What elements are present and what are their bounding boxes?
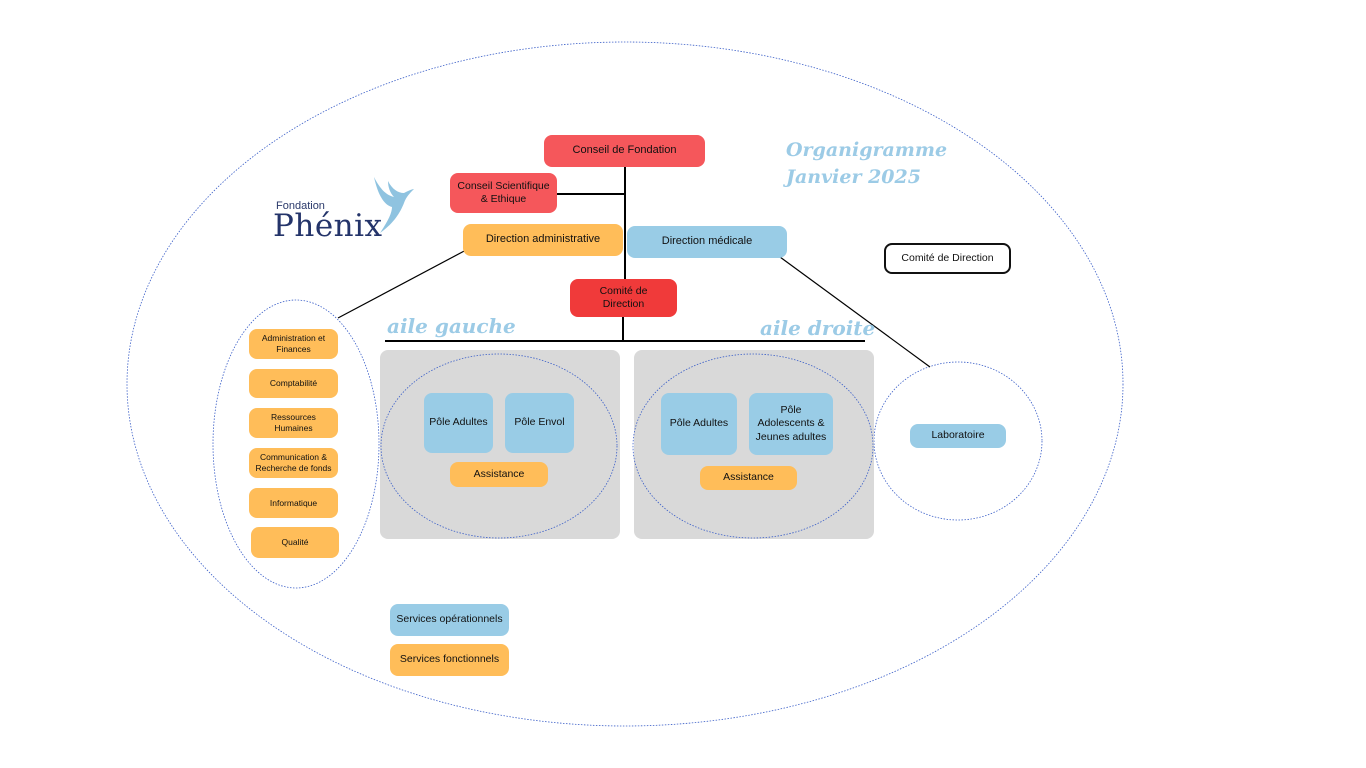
laboratoire-ellipse [873,361,1043,521]
direction-medicale-box[interactable]: Direction médicale [627,226,787,258]
admin-services-ellipse [212,299,380,589]
right-pole-adultes-box[interactable]: Pôle Adultes [661,393,737,455]
connector-laboratoire [779,256,931,368]
legend-comite-direction: Comité de Direction [884,243,1011,274]
comite-direction-box[interactable]: Comité de Direction [570,279,677,317]
service-qualite[interactable]: Qualité [251,527,339,558]
service-comptabilite[interactable]: Comptabilité [249,369,338,398]
conseil-scientifique-box[interactable]: Conseil Scientifique & Ethique [450,173,557,213]
logo-small-text: Fondation [276,200,325,212]
diagram-title: Organigramme Janvier 2025 [786,137,947,191]
legend-services-operationnels: Services opérationnels [390,604,509,636]
left-pole-envol-box[interactable]: Pôle Envol [505,393,574,453]
service-administration-finances[interactable]: Administration et Finances [249,329,338,359]
left-assistance-box[interactable]: Assistance [450,462,548,487]
direction-administrative-box[interactable]: Direction administrative [463,224,623,256]
title-line-1: Organigramme [786,139,948,161]
legend-services-fonctionnels: Services fonctionnels [390,644,509,676]
service-ressources-humaines[interactable]: Ressources Humaines [249,408,338,438]
connector-admin [337,248,469,319]
aile-droite-label: aile droite [760,316,876,340]
right-assistance-box[interactable]: Assistance [700,466,797,490]
aile-gauche-panel [380,350,620,539]
outer-ellipse [126,41,1124,727]
phoenix-bird-icon [374,177,414,233]
title-line-2: Janvier 2025 [786,166,921,188]
service-informatique[interactable]: Informatique [249,488,338,518]
left-pole-adultes-box[interactable]: Pôle Adultes [424,393,493,453]
logo-big-text: Phénix [273,208,383,244]
laboratoire-box[interactable]: Laboratoire [910,424,1006,448]
service-communication[interactable]: Communication & Recherche de fonds [249,448,338,478]
aile-gauche-label: aile gauche [387,314,516,338]
conseil-fondation-box[interactable]: Conseil de Fondation [544,135,705,167]
right-pole-adolescents-box[interactable]: Pôle Adolescents & Jeunes adultes [749,393,833,455]
